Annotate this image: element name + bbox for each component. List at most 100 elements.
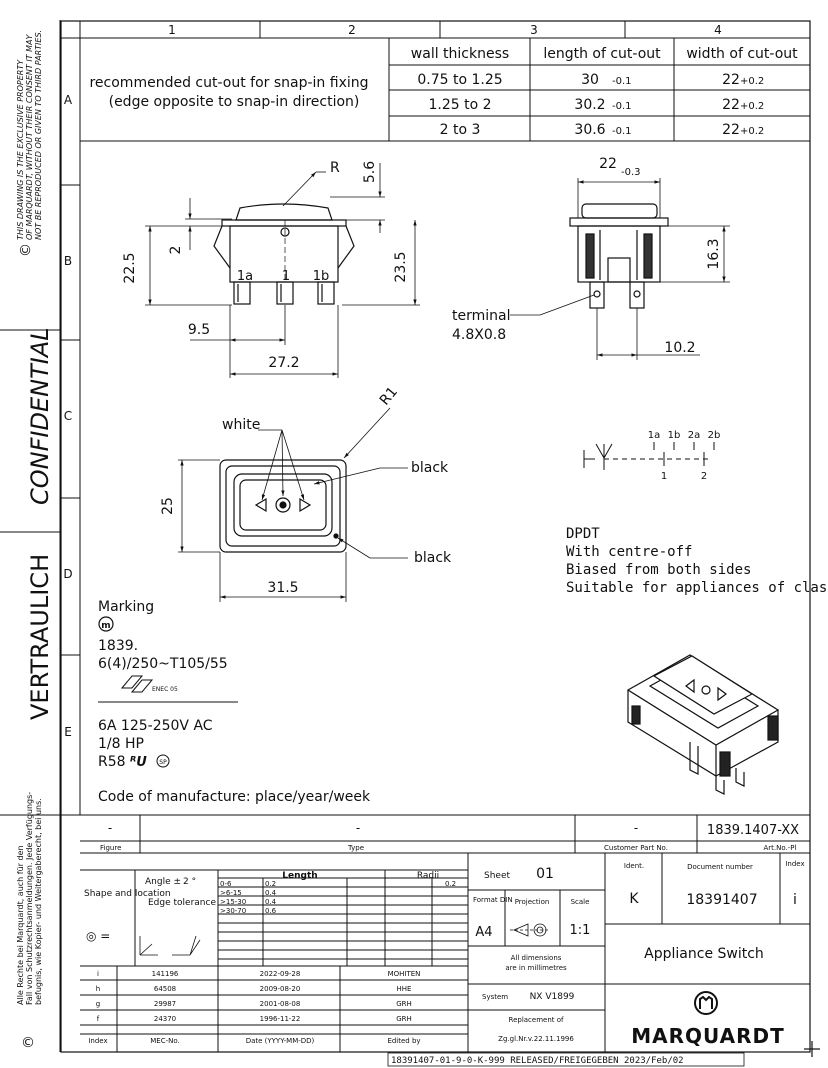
sheet-label: Sheet [484,871,510,881]
type-value: - [356,821,360,835]
svg-text:Fall von Schutzrechtsanmeldung: Fall von Schutzrechtsanmeldungen. Jede V… [25,792,34,1005]
wid-tol-row-3: +0.2 [740,126,764,137]
format-value: A4 [475,925,492,940]
shape-symbols-icon: ◎ = [86,929,110,943]
marquardt-logo [694,991,718,1015]
dim-r: R [330,160,340,176]
system-label: System [482,993,508,1001]
len-range-1: >6-15 [220,889,242,897]
len-tol-0: 0.2 [265,880,276,888]
pin-1: 1 [282,269,290,284]
top-view-dims [178,407,408,602]
dim-22-5: 22.5 [122,252,138,283]
rev-header-index: Index [88,1037,107,1045]
marquardt-logo-icon [98,616,114,632]
dim-5-6: 5.6 [362,161,378,183]
left-margin: THIS DRAWING IS THE EXCLUSIVE PROPERTY O… [0,20,61,1052]
len-tol-row-3: -0.1 [612,126,632,137]
system-value: NX V1899 [530,992,575,1002]
rights-notice: Alle Rechte bei Marquardt, auch für den … [16,792,43,1005]
document-number-value: 18391407 [686,892,757,908]
wid-tol-row-1: +0.2 [740,76,764,87]
pin-label-1: 1 [661,471,667,482]
rev-1-mec: 64508 [154,985,176,993]
grid-row-b: B [64,254,72,268]
dim-10-2: 10.2 [664,340,695,356]
desc-centre-off: With centre-off [566,544,692,560]
product-name: Appliance Switch [644,946,764,962]
len-range-2: >15-30 [220,898,246,906]
shape-location-label: Shape and location [84,889,171,899]
dim-2: 2 [168,246,184,255]
rev-0-by: MOHITEN [388,970,421,978]
isometric-view [626,654,780,795]
rev-3-index: f [97,1015,100,1023]
schematic-labels: 1a 1b 2a 2b 1 2 [648,430,721,482]
pin-label-2: 2 [701,471,707,482]
ul-csa-icon: ᴿU SP [130,754,170,770]
dims-note-2: are in millimetres [505,964,567,972]
article-number-value: 1839.1407-XX [707,823,799,838]
grid-col-1: 1 [168,23,176,37]
rev-0-index: i [97,970,99,978]
header-width-cutout: width of cut-out [686,46,798,62]
article-number-label: Art.No.-Pl [764,844,797,852]
pin-label-2a: 2a [688,430,701,441]
rating-r58: R58 [98,754,126,770]
desc-dpdt: DPDT [566,526,600,542]
grid-row-c: C [64,409,72,423]
wall-row-3: 2 to 3 [440,122,481,138]
svg-text:m: m [101,621,110,631]
terminal-label: terminal [452,308,510,324]
grid-col-2: 2 [348,23,356,37]
figure-value: - [108,821,112,835]
desc-class-ii: Suitable for appliances of class II [566,580,828,596]
terminal-size: 4.8X0.8 [452,327,506,343]
grid-row-a: A [64,93,73,107]
radii-label: Radii [417,871,439,881]
white-label: white [222,417,260,433]
release-stamp-box [387,1052,745,1067]
side-view [569,203,669,309]
header-wall-thickness: wall thickness [411,46,509,62]
projection-label: Projection [515,898,550,906]
rev-1-index: h [96,985,100,993]
brand-name: MARQUARDT [631,1024,785,1048]
rev-0-date: 2022-09-28 [260,970,301,978]
rev-2-date: 2001-08-08 [260,1000,301,1008]
marking-title: Marking [98,599,154,615]
rev-3-by: GRH [396,1015,412,1023]
rating-current: 6A 125-250V AC [98,718,213,734]
side-view-dims [510,178,730,360]
marking-section: Marking m 1839. 6(4)/250~T105/55 ENEC 05… [98,599,371,805]
wall-row-1: 0.75 to 1.25 [417,72,502,88]
pin-1b: 1b [313,269,330,284]
edge-tolerance-label: Edge tolerance [148,898,216,908]
customer-part-value: - [634,821,638,835]
sheet-value: 01 [536,866,554,882]
marking-line-1: 1839. [98,638,138,654]
grid-col-4: 4 [714,23,722,37]
copyright-icon-bottom: © [21,1035,35,1051]
ident-value: K [629,891,639,907]
dim-31-5: 31.5 [267,580,298,596]
frame-grid [60,20,811,1053]
scale-value: 1:1 [570,923,591,938]
rating-hp: 1/8 HP [98,736,144,752]
len-tol-row-2: -0.1 [612,101,632,112]
document-number-label: Document number [687,863,753,871]
front-view-labels: R 5.6 22.5 2 23.5 9.5 27.2 1a 1 1b [122,160,409,371]
side-view-labels: 22 -0.3 16.3 terminal 4.8X0.8 10.2 [452,156,722,356]
rev-2-by: GRH [396,1000,412,1008]
vertraulich-label: VERTRAULICH [26,554,54,720]
dim-r1: R1 [377,384,401,409]
angle-value: 2 ° [183,877,196,887]
radii-value: 0.2 [445,880,456,888]
dim-25: 25 [160,497,176,515]
figure-label: Figure [100,844,121,852]
copyright-icon: © [18,243,34,257]
len-tol-row-1: -0.1 [612,76,632,87]
len-row-3: 30.6 [574,122,605,138]
customer-part-label: Customer Part No. [604,844,668,852]
dim-22-tol: -0.3 [621,167,641,178]
